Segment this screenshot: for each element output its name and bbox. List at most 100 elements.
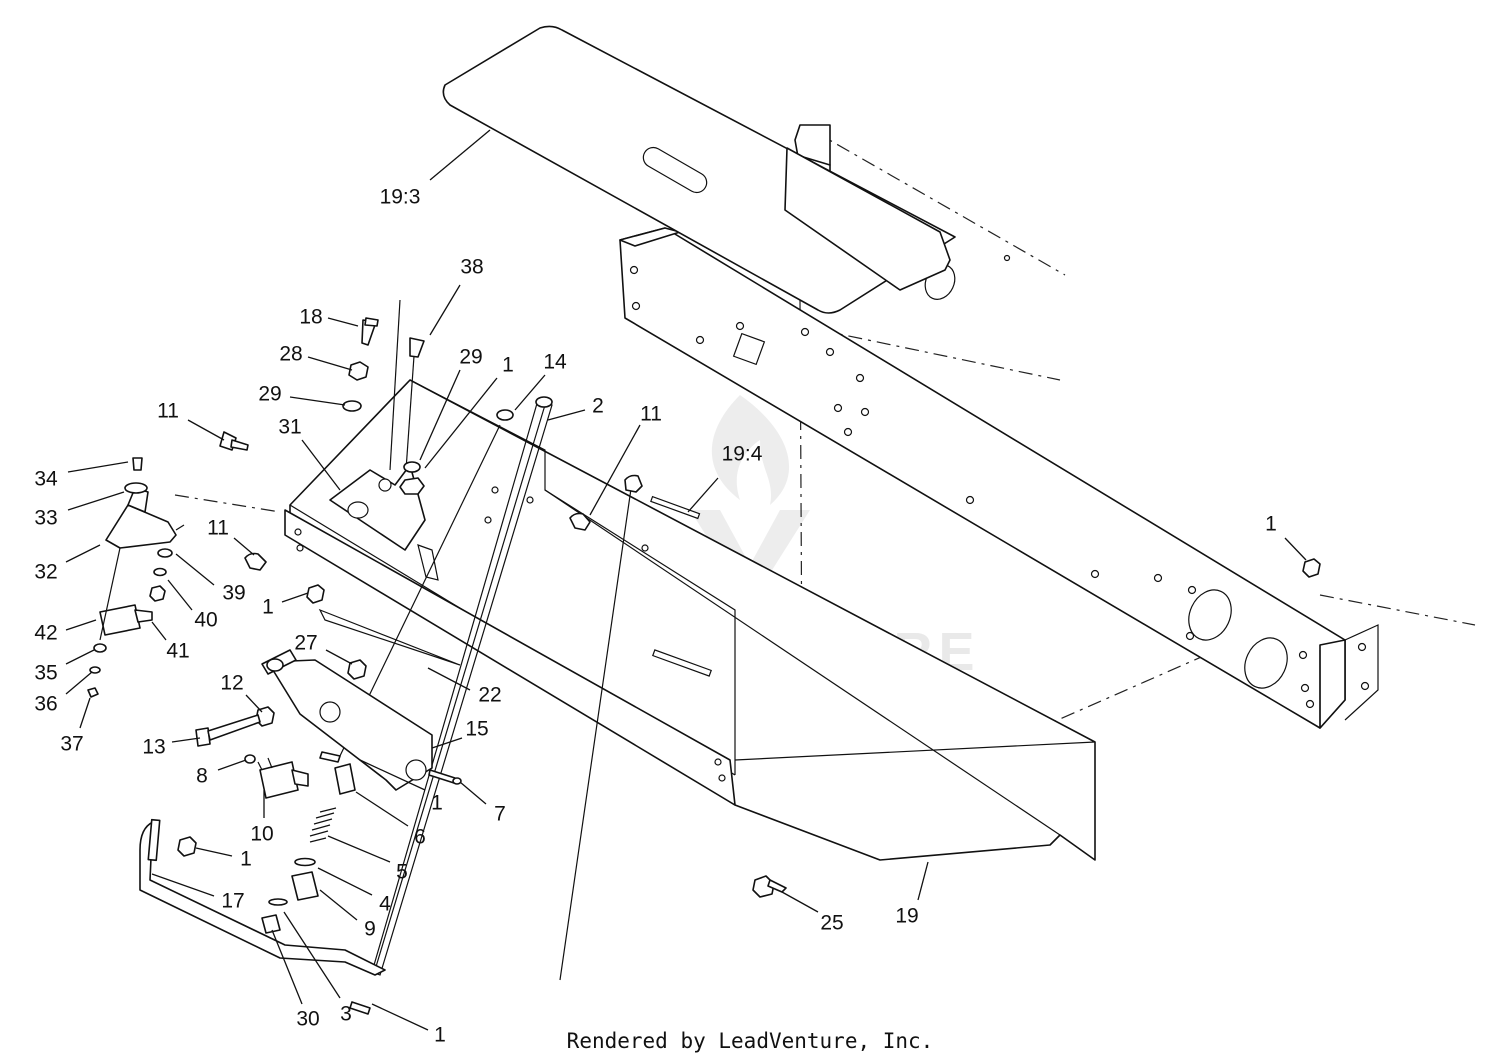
leader-line [65,671,93,695]
leader-line [371,1003,429,1031]
callout-number[interactable]: 1 [431,792,443,815]
leader-line [429,284,461,336]
leader-line [589,424,641,516]
leader-line [245,694,263,713]
callout-number[interactable]: 17 [221,890,244,913]
callout-number[interactable]: 7 [494,803,506,826]
leader-line [271,929,303,1005]
callout-number[interactable]: 41 [166,640,189,663]
leader-line [359,759,426,791]
leader-line [167,579,193,611]
leader-line [429,129,491,181]
callout-number[interactable]: 27 [294,632,317,655]
leader-line [65,649,95,665]
switch-10 [257,757,309,799]
callout-number[interactable]: 1 [1265,513,1277,536]
leader-line [327,317,359,327]
callout-number[interactable]: 5 [396,861,408,884]
callout-number[interactable]: 33 [34,507,57,530]
leader-line [289,396,346,406]
leader-line [514,374,546,411]
leader-line [547,409,586,421]
callout-number[interactable]: 30 [296,1008,319,1031]
callout-number[interactable]: 36 [34,693,57,716]
leader-line [67,491,125,511]
leader-line [431,737,463,749]
leader-line [687,477,719,513]
callout-number[interactable]: 28 [279,343,302,366]
callout-number[interactable]: 42 [34,622,57,645]
callout-number[interactable]: 22 [478,684,501,707]
hardware [87,317,1321,1015]
callout-number[interactable]: 19:4 [722,443,763,466]
leader-line [419,369,461,461]
leader-line [233,537,255,556]
callout-number[interactable]: 29 [459,346,482,369]
callout-number[interactable]: 11 [640,403,662,426]
callout-number[interactable]: 37 [60,733,83,756]
callout-number[interactable]: 1 [262,596,274,619]
leader-line [65,619,97,631]
callout-number[interactable]: 29 [258,383,281,406]
leader-line [301,439,341,491]
leader-line [781,891,819,913]
callout-number[interactable]: 19:3 [380,186,421,209]
callout-number[interactable]: 31 [278,416,301,439]
leader-line [283,911,341,999]
switch-bracket-32 [99,487,185,641]
leader-line [175,553,215,586]
leader-line [1284,537,1307,561]
callout-number[interactable]: 40 [194,609,217,632]
watermark-flame-icon [711,395,790,505]
callout-number[interactable]: 39 [222,582,245,605]
leader-lines [65,129,1307,1031]
callout-number[interactable]: 35 [34,662,57,685]
callout-number[interactable]: 38 [460,256,483,279]
callout-number[interactable]: 9 [364,918,376,941]
cross-shaft-assembly [261,649,433,791]
leader-line [187,419,225,441]
callout-number[interactable]: 6 [414,826,426,849]
leader-line [281,592,309,603]
callout-number[interactable]: 13 [142,736,165,759]
leader-line [151,621,167,641]
top-plate [442,25,956,314]
leader-line [355,791,409,827]
leader-line [151,873,215,897]
callout-number[interactable]: 1 [502,354,514,377]
callout-number[interactable]: 25 [820,912,843,935]
callout-number[interactable]: 8 [196,765,208,788]
leader-line [317,867,373,896]
watermark-v-icon [690,510,810,605]
callout-number[interactable]: 14 [543,351,567,374]
callout-number[interactable]: 32 [34,561,57,584]
callout-number[interactable]: 3 [340,1003,352,1026]
leader-line [79,697,91,729]
callout-number[interactable]: 12 [220,672,243,695]
leader-line [65,544,101,563]
callout-number[interactable]: 10 [250,823,273,846]
leader-line [171,737,201,743]
callout-number[interactable]: 1 [240,848,252,871]
leader-line [424,377,498,469]
callout-number[interactable]: 1 [434,1024,446,1047]
leader-line [327,835,391,863]
footer-credit: Rendered by LeadVenture, Inc. [567,1029,934,1053]
leader-line [195,847,233,857]
callout-number[interactable]: 19 [895,905,918,928]
callout-number[interactable]: 34 [34,468,58,491]
callout-number[interactable]: 11 [207,517,229,540]
callout-number[interactable]: 15 [465,718,488,741]
callout-number[interactable]: 11 [157,400,179,423]
leader-line [917,861,929,901]
leader-line [319,889,358,921]
leader-line [67,461,129,473]
callout-number[interactable]: 4 [379,893,391,916]
leader-line [459,781,487,805]
leader-line [325,649,353,665]
callout-number[interactable]: 18 [299,306,322,329]
callout-number[interactable]: 2 [592,395,604,418]
leader-line [217,759,247,771]
